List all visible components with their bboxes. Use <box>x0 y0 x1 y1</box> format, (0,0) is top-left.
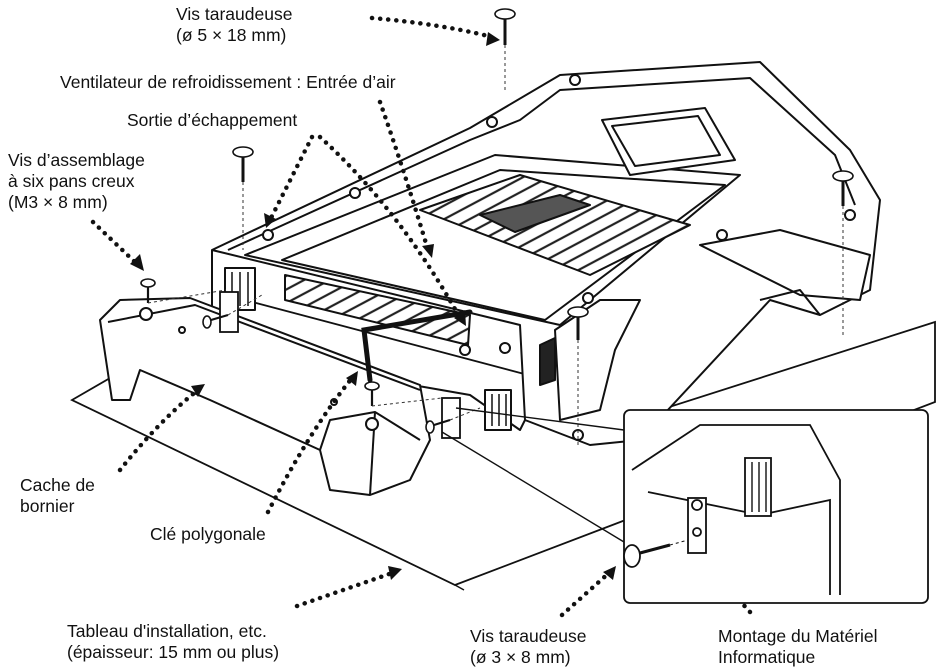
amplifier-unit <box>211 61 881 446</box>
arrow-heads <box>130 32 716 580</box>
callout-lines <box>441 407 625 543</box>
leader-arrows <box>90 15 753 618</box>
inset-detail <box>623 409 929 604</box>
label-mounting-hardware: Montage du Matériel Informatique <box>718 626 878 667</box>
label-exhaust-outlet: Sortie d’échappement <box>127 110 298 130</box>
label-cooling-fan-air-intake: Ventilateur de refroidissement : Entrée … <box>60 72 396 92</box>
label-terminal-cover: Cache de bornier <box>20 475 95 516</box>
hex-wrench <box>361 309 473 383</box>
mounting-bracket <box>219 291 461 439</box>
label-self-tapping-screw-5x18: Vis taraudeuse (ø 5 × 18 mm) <box>176 4 293 45</box>
label-polygonal-wrench: Clé polygonale <box>150 524 266 544</box>
label-self-tapping-screw-3x8: Vis taraudeuse (ø 3 × 8 mm) <box>470 626 587 667</box>
screws <box>140 8 854 434</box>
label-installation-board: Tableau d'installation, etc. (épaisseur:… <box>67 621 280 662</box>
label-hex-socket-screw: Vis d’assemblage à six pans creux (M3 × … <box>8 150 145 212</box>
